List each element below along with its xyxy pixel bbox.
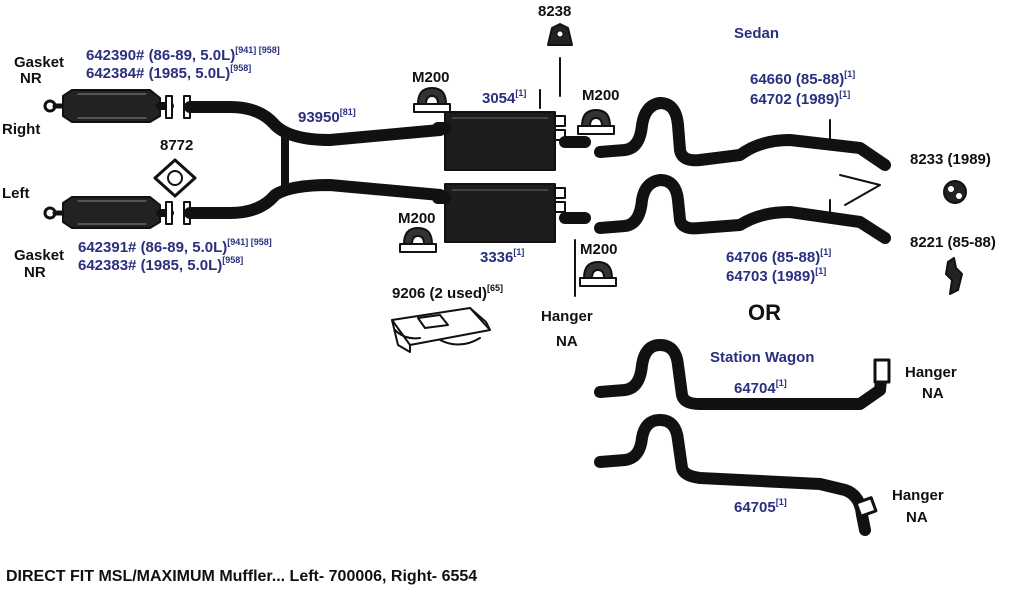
- tailpipe-sedan-right: [594, 97, 891, 171]
- hanger-wagon-2-na: NA: [906, 509, 928, 526]
- m200-label-c: M200: [398, 210, 436, 227]
- hanger-8238: [547, 23, 573, 46]
- tip-8233-label: 8233 (1989): [910, 151, 991, 168]
- bracket-8221-label: 8221 (85-88): [910, 234, 996, 251]
- bracket-8221: [945, 257, 963, 295]
- tailpipe-wagon-left: [594, 414, 878, 536]
- cat-right-2: 642384# (1985, 5.0L)[958]: [86, 63, 252, 82]
- tail-right-1: 64660 (85-88)[1]: [750, 69, 856, 88]
- tail-left-1: 64706 (85-88)[1]: [726, 247, 832, 266]
- tip-pointer: [839, 174, 881, 206]
- clamp-m200-c: [399, 227, 437, 253]
- caption: DIRECT FIT MSL/MAXIMUM Muffler... Left- …: [6, 568, 478, 585]
- tail-left-2: 64703 (1989)[1]: [726, 266, 827, 285]
- gasket-8772-label: 8772: [160, 137, 194, 154]
- tip-8233: [943, 180, 967, 204]
- clamp-9206-label: 9206 (2 used)[65]: [392, 283, 504, 302]
- gasket-label-bottom: Gasket: [14, 247, 65, 264]
- gasket-8772: [153, 158, 197, 198]
- clamp-m200-b: [577, 109, 615, 135]
- hanger-wagon-1-na: NA: [922, 385, 944, 402]
- cat-left-2: 642383# (1985, 5.0L)[958]: [78, 255, 244, 274]
- pipe-93950-label: 93950[81]: [298, 107, 356, 126]
- wagon-left-label: 64705[1]: [734, 497, 787, 516]
- intermediate-pipe: [184, 101, 446, 219]
- m200-label-d: M200: [580, 241, 618, 258]
- m200-label-b: M200: [582, 87, 620, 104]
- muffler-3054: [432, 111, 591, 171]
- clamp-m200-a: [413, 87, 451, 113]
- tailpipe-wagon-right: [594, 339, 891, 410]
- sedan-label: Sedan: [734, 25, 780, 42]
- cat-right-1: 642390# (86-89, 5.0L)[941] [958]: [86, 45, 280, 64]
- gasket-nr-top: NR: [20, 70, 42, 87]
- tail-right-2: 64702 (1989)[1]: [750, 89, 851, 108]
- gasket-label-top: Gasket: [14, 54, 65, 71]
- muffler-3054-label: 3054[1]: [482, 88, 527, 107]
- wagon-right-label: 64704[1]: [734, 378, 787, 397]
- clamp-9206: [391, 307, 491, 353]
- hanger-wagon-1: Hanger: [905, 364, 957, 381]
- part-8238-label: 8238: [538, 3, 572, 20]
- left-converter: [43, 196, 191, 229]
- or-label: OR: [748, 300, 781, 325]
- m200-label-a: M200: [412, 69, 450, 86]
- left-label: Left: [2, 185, 30, 202]
- right-label: Right: [2, 121, 41, 138]
- right-converter: [43, 89, 191, 123]
- clamp-m200-d: [579, 261, 617, 287]
- hanger-mid-na: NA: [556, 333, 578, 350]
- muffler-3336: [432, 183, 591, 243]
- hanger-wagon-2: Hanger: [892, 487, 944, 504]
- cat-left-1: 642391# (86-89, 5.0L)[941] [958]: [78, 237, 272, 256]
- muffler-3336-label: 3336[1]: [480, 247, 525, 266]
- gasket-nr-bottom: NR: [24, 264, 46, 281]
- tailpipe-sedan-left: [594, 174, 891, 244]
- hanger-mid-label: Hanger: [541, 308, 593, 325]
- wagon-label: Station Wagon: [710, 349, 815, 366]
